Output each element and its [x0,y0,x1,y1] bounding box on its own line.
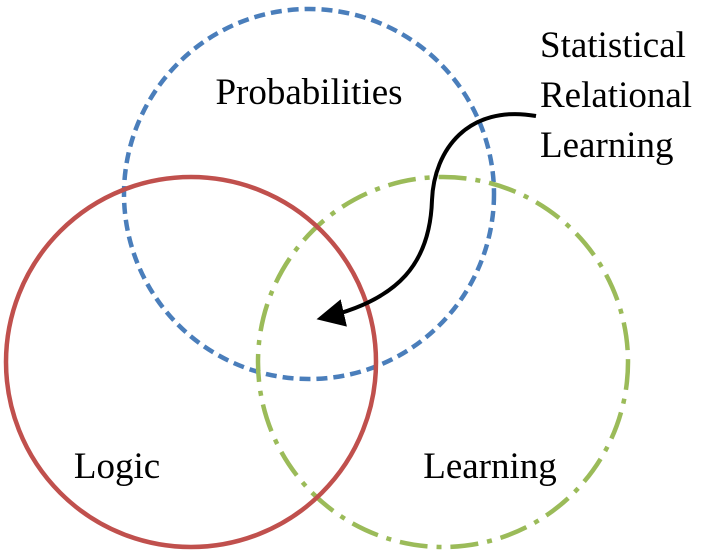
logic-label: Logic [74,446,160,487]
probabilities-circle [121,6,497,382]
annotation-line-learning: Learning [540,125,674,166]
learning-circle [255,174,631,550]
annotation-line-relational: Relational [540,75,692,116]
annotation-line-statistical: Statistical [540,25,686,66]
learning-label: Learning [423,446,557,487]
logic-circle [3,174,379,550]
annotation-arrow [316,112,537,327]
probabilities-label: Probabilities [215,72,402,113]
